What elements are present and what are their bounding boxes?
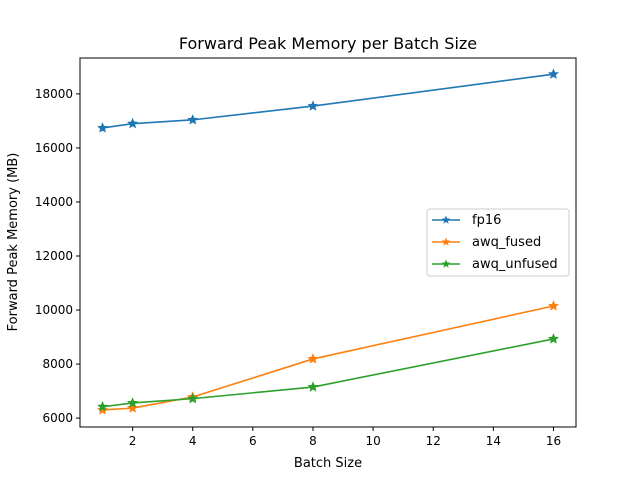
data-point-star — [547, 68, 559, 79]
x-tick-label: 16 — [546, 434, 561, 448]
data-point-star — [307, 381, 319, 392]
x-tick-label: 14 — [486, 434, 501, 448]
series-line — [102, 73, 554, 129]
y-tick-label: 6000 — [42, 411, 73, 425]
series-fp16 — [97, 68, 559, 133]
y-tick-label: 14000 — [35, 195, 73, 209]
series-awq_fused — [97, 300, 559, 415]
series-line — [102, 338, 554, 408]
x-tick-label: 10 — [365, 434, 380, 448]
legend-label: awq_unfused — [472, 257, 558, 272]
x-tick-label: 8 — [309, 434, 317, 448]
y-tick-label: 16000 — [35, 141, 73, 155]
data-point-star — [307, 353, 319, 364]
chart-title: Forward Peak Memory per Batch Size — [179, 34, 477, 53]
data-point-star — [547, 333, 559, 344]
x-tick-label: 4 — [189, 434, 197, 448]
x-tick-label: 6 — [249, 434, 257, 448]
legend-label: awq_fused — [472, 235, 541, 250]
legend-marker — [441, 237, 451, 246]
data-point-star — [127, 117, 139, 129]
data-point-star — [97, 400, 109, 412]
y-axis-label: Forward Peak Memory (MB) — [6, 153, 21, 332]
y-tick-label: 12000 — [35, 249, 73, 263]
y-tick-label: 10000 — [35, 303, 73, 317]
data-point-star — [97, 404, 109, 415]
data-point-star — [127, 402, 139, 413]
legend-marker — [441, 215, 451, 224]
data-point-star — [547, 300, 559, 311]
plot-frame — [79, 57, 577, 428]
series-awq_unfused — [97, 333, 559, 412]
legend: fp16 awq_fused awq_unfused — [426, 208, 570, 277]
legend-box — [426, 208, 570, 277]
data-point-star — [97, 122, 109, 133]
series-line — [102, 305, 554, 411]
data-point-star — [127, 397, 139, 408]
y-tick-label: 18000 — [35, 87, 73, 101]
legend-marker — [441, 259, 451, 268]
legend-label: fp16 — [472, 213, 501, 228]
x-tick-label: 2 — [129, 434, 137, 448]
x-tick-label: 12 — [426, 434, 441, 448]
y-tick-label: 8000 — [42, 357, 73, 371]
x-axis-label: Batch Size — [294, 456, 362, 471]
data-point-star — [307, 100, 319, 111]
data-point-star — [187, 114, 199, 125]
data-point-star — [187, 392, 199, 404]
